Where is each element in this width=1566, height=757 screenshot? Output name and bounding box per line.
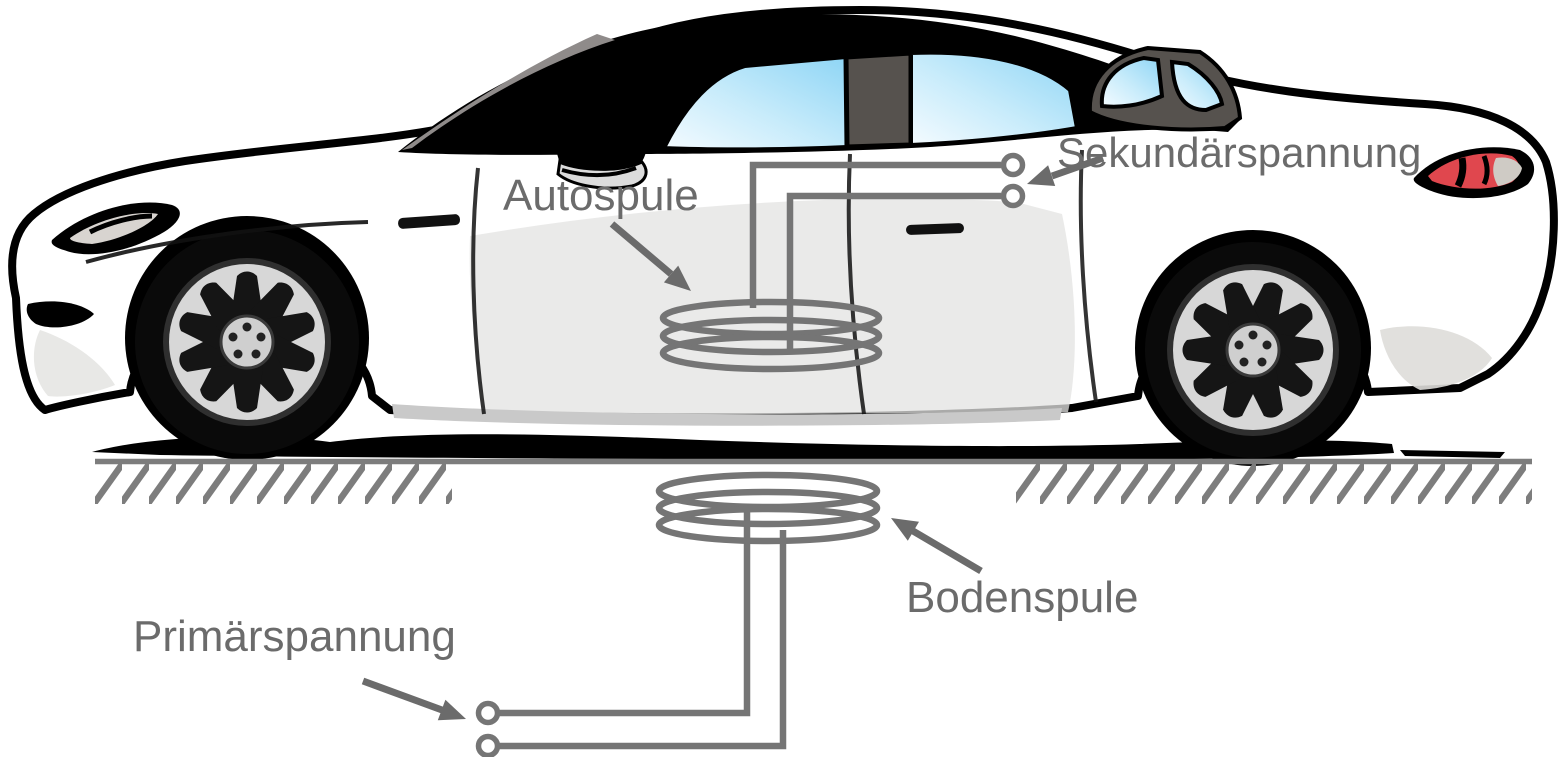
rear-wheel	[1145, 242, 1361, 458]
primary-terminal-top	[475, 700, 501, 726]
front-lug-bolts	[228, 322, 266, 359]
rear-door-line	[1078, 149, 1098, 403]
sekundaer-arrowhead	[1027, 165, 1056, 186]
rear-bumper-shading	[1380, 326, 1492, 390]
labels: Autospule Sekundärspannung Bodenspule Pr…	[133, 129, 1421, 661]
rocker-shading	[392, 404, 1062, 426]
primary-terminal-bottom	[475, 733, 501, 757]
autospule-arrowhead	[663, 265, 691, 291]
ground-coil	[655, 471, 881, 545]
bodenspule-arrow-shaft	[911, 527, 983, 575]
car-coil	[659, 298, 883, 373]
ground-surface	[95, 458, 1532, 504]
quarter-window-rear	[1169, 59, 1225, 113]
secondary-terminal-top	[1000, 152, 1026, 178]
headlight	[51, 202, 180, 255]
side-mirror	[555, 122, 648, 190]
front-bumper-shading	[33, 330, 115, 397]
car-illustration	[8, 6, 1558, 466]
circuit	[475, 152, 1026, 757]
rear-door-handle	[906, 223, 964, 235]
b-pillar	[843, 50, 914, 150]
quarter-window-front	[1099, 55, 1165, 109]
label-bodenspule: Bodenspule	[906, 573, 1138, 622]
ground-hatch-left	[95, 464, 452, 504]
front-wheel	[135, 230, 359, 454]
rear-lug-bolts	[1234, 330, 1272, 367]
ground-hatch-right	[1016, 464, 1532, 504]
secondary-wire-top	[749, 161, 1001, 308]
door-shading	[469, 198, 1075, 416]
windshield-sliver	[402, 34, 615, 150]
front-door-line	[471, 167, 486, 415]
car-shadow-rear	[1400, 450, 1505, 458]
rear-side-window	[909, 50, 1080, 148]
terminals	[475, 152, 1026, 757]
primaer-arrowhead	[437, 699, 466, 721]
primaer-arrow-shaft	[361, 677, 444, 714]
hood-crease	[85, 220, 369, 264]
car-shadow	[92, 434, 1394, 461]
label-sekundaerspannung: Sekundärspannung	[1057, 129, 1421, 176]
label-primaerspannung: Primärspannung	[133, 612, 456, 661]
bodenspule-arrowhead	[891, 518, 919, 541]
primary-wire-top	[499, 506, 751, 717]
mid-door-line	[846, 153, 866, 415]
front-intake	[26, 301, 94, 328]
primary-wire-bottom	[499, 530, 787, 750]
secondary-terminal-bottom	[1000, 183, 1026, 209]
taillight	[1413, 147, 1535, 199]
front-door-handle	[398, 214, 461, 229]
label-autospule: Autospule	[503, 171, 699, 220]
primary-wires	[499, 506, 787, 750]
autospule-arrow-shaft	[609, 221, 674, 277]
arrows	[361, 154, 1105, 721]
sekundaer-arrow-shaft	[1050, 154, 1105, 180]
